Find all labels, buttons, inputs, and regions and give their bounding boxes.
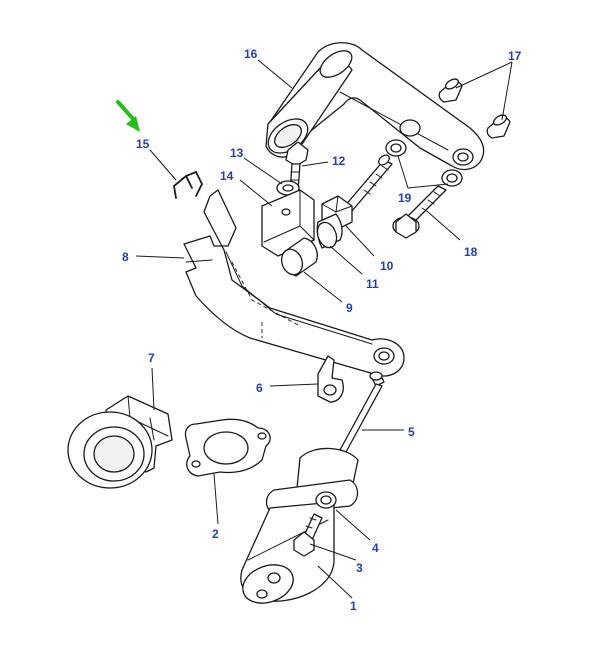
callout-13: 13 [230, 146, 244, 160]
part-17-bush-second [486, 114, 511, 139]
callout-10: 10 [380, 259, 394, 273]
part-7-release-bearing [67, 395, 173, 489]
callout-8: 8 [122, 250, 129, 264]
leader-8 [135, 255, 185, 259]
part-9-roller [280, 237, 318, 277]
part-2-gasket [184, 418, 271, 477]
leader-17 [455, 61, 513, 121]
callout-19: 19 [398, 191, 412, 205]
callout-6: 6 [256, 381, 263, 395]
leader-13 [243, 157, 283, 185]
part-11-spacer [316, 213, 343, 249]
part-16-pedal-bracket [265, 42, 485, 171]
leader-12 [301, 161, 329, 167]
part-18-flange-bolt [392, 185, 447, 239]
leader-1 [317, 565, 353, 599]
green-pointer-arrow-icon [116, 100, 140, 132]
callout-18: 18 [464, 245, 478, 259]
callout-11: 11 [366, 277, 379, 291]
callout-4: 4 [372, 541, 379, 555]
part-3-bolt [293, 513, 323, 557]
callout-3: 3 [356, 561, 363, 575]
leader-14 [239, 179, 273, 207]
leader-3 [309, 543, 357, 561]
part-15-spring-clip [173, 170, 204, 199]
leader-18 [427, 211, 461, 241]
leader-4 [335, 509, 371, 541]
leader-6 [269, 383, 319, 387]
part-1-master-cylinder [240, 447, 359, 604]
part-6-clevis [317, 355, 344, 403]
leader-lines [135, 59, 513, 599]
callout-7: 7 [148, 351, 155, 365]
callout-17: 17 [508, 49, 522, 63]
leader-9 [303, 271, 343, 303]
part-17-bush [438, 78, 463, 103]
part-19-washer [385, 139, 407, 157]
part-19-washer-second [441, 169, 463, 187]
leader-15 [149, 149, 177, 181]
callout-2: 2 [212, 527, 219, 541]
callout-12: 12 [332, 154, 346, 168]
leader-19 [397, 155, 449, 189]
leader-7 [151, 367, 155, 411]
leader-11 [329, 245, 363, 275]
callout-15: 15 [136, 137, 150, 151]
part-5-push-rod [339, 371, 385, 453]
leader-16 [257, 59, 293, 89]
callout-9: 9 [346, 301, 353, 315]
callout-16: 16 [244, 47, 258, 61]
leader-10 [345, 225, 375, 257]
part-8-lever-arm [183, 189, 405, 377]
callout-1: 1 [350, 599, 357, 613]
callout-labels: 1 2 3 4 5 6 7 8 9 10 11 12 13 14 15 16 1… [122, 47, 522, 613]
callout-5: 5 [408, 425, 415, 439]
callout-14: 14 [220, 169, 234, 183]
part-4-washer [315, 491, 337, 509]
leader-2 [213, 473, 219, 525]
